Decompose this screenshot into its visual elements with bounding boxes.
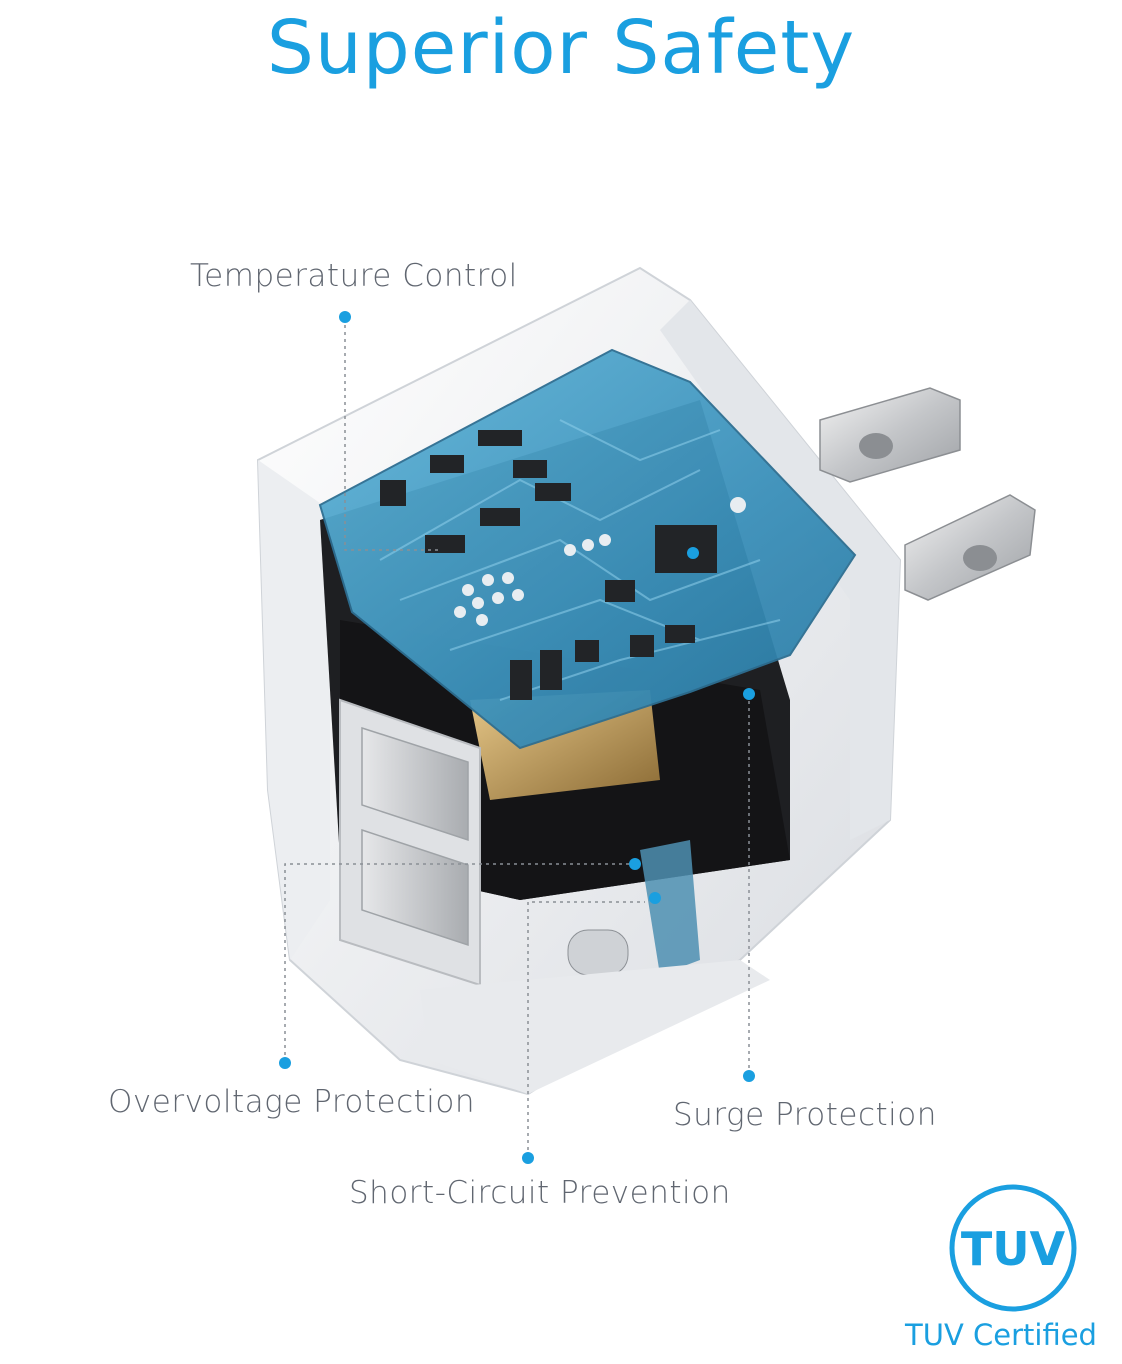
housing-side [258, 460, 330, 960]
callout-short-circuit-prevention: Short-Circuit Prevention [349, 1175, 731, 1211]
callout-temperature-control: Temperature Control [190, 258, 518, 294]
prong-top [819, 387, 961, 483]
surge-component [640, 840, 700, 975]
leader-lines [284, 318, 750, 1157]
housing-base [420, 960, 770, 1094]
tuv-badge-mark: TUV [961, 1222, 1066, 1276]
pcb-components [380, 430, 717, 700]
tuv-badge-icon: TUV [949, 1184, 1077, 1312]
tuv-certified-label: TUV Certified [905, 1318, 1097, 1352]
callout-overvoltage-protection: Overvoltage Protection [108, 1084, 476, 1120]
prong-bottom-hole [963, 545, 997, 571]
housing-right-wall [660, 300, 900, 840]
usb-port-lower [361, 828, 469, 947]
leader-dots [279, 311, 755, 1164]
page-title: Superior Safety [266, 5, 856, 91]
prong-top-hole [859, 433, 893, 459]
capacitor [567, 929, 629, 976]
usb-port-upper [361, 726, 469, 842]
pcb-solder-pads [454, 497, 746, 626]
callout-surge-protection: Surge Protection [673, 1097, 937, 1133]
